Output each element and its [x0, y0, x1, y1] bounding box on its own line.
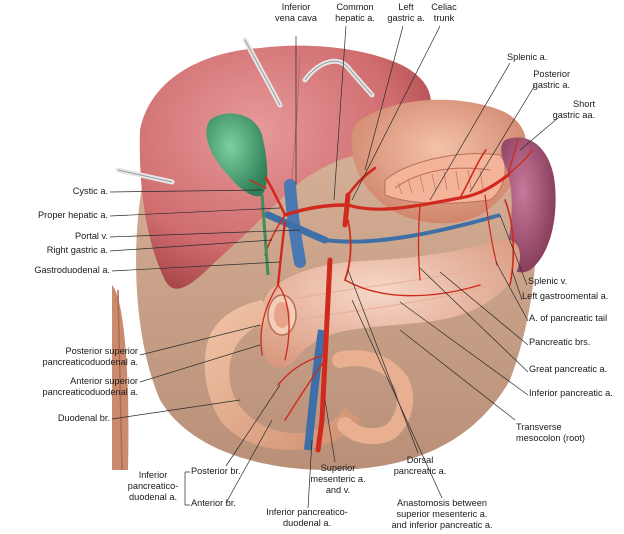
label-posterior-superior-pancreaticoduodenal: Posterior superior pancreaticoduodenal a…: [42, 346, 138, 367]
leader-lines: [109, 25, 559, 509]
label-transverse-mesocolon: Transverse mesocolon (root): [516, 422, 585, 443]
portal-vein: [264, 211, 329, 244]
inf-pancreaticoduodenal-artery: [277, 354, 326, 421]
label-celiac-trunk: Celiac trunk: [431, 2, 457, 23]
label-left-gastric-artery: Left gastric a.: [387, 2, 425, 23]
label-splenic-vein: Splenic v.: [528, 276, 568, 286]
left-gastric-artery: [346, 166, 377, 197]
label-anterior-superior-pancreaticoduodenal: Anterior superior pancreaticoduodenal a.: [42, 376, 138, 397]
label-left-gastroomental-artery: Left gastroomental a.: [522, 291, 609, 301]
superior-mesenteric-vein: [304, 329, 326, 451]
superior-mesenteric-artery: [315, 257, 333, 453]
label-proper-hepatic-artery: Proper hepatic a.: [38, 210, 108, 220]
sup-pancreaticoduodenal-arteries: [260, 284, 290, 361]
cystic-artery: [249, 179, 267, 189]
label-great-pancreatic-artery: Great pancreatic a.: [529, 364, 608, 374]
label-dorsal-pancreatic-artery: Dorsal pancreatic a.: [393, 455, 447, 476]
dorsal-pancreatic-artery: [344, 219, 352, 281]
gastroduodenal-artery: [276, 220, 287, 287]
label-common-hepatic-artery: Common hepatic a.: [335, 2, 375, 23]
label-short-gastric-arteries: Short gastric aa.: [552, 99, 595, 120]
label-portal-vein: Portal v.: [74, 231, 108, 241]
label-right-gastric-artery: Right gastric a.: [46, 245, 108, 255]
label-posterior-gastric-artery: Posterior gastric a.: [532, 69, 570, 90]
liver: [139, 45, 431, 289]
label-pancreatic-tail-artery: A. of pancreatic tail: [529, 313, 608, 323]
short-gastric-arteries: [507, 139, 533, 176]
duodenum: [204, 300, 360, 450]
label-gastroduodenal-artery: Gastroduodenal a.: [34, 265, 110, 275]
spleen: [501, 137, 556, 273]
label-inferior-pancreaticoduodenal-bracket: Inferior pancreatico- duodenal a.: [127, 470, 179, 502]
label-pancreatic-branches: Pancreatic brs.: [529, 337, 591, 347]
posterior-gastric-artery: [459, 149, 487, 199]
label-inferior-pancreaticoduodenal-bottom: Inferior pancreatico- duodenal a.: [266, 507, 348, 528]
jejunum: [332, 350, 414, 445]
label-anterior-branch: Anterior br.: [191, 498, 236, 508]
label-superior-mesenteric-artery-vein: Superior mesenteric a. and v.: [310, 463, 366, 495]
common-hepatic-artery: [283, 203, 347, 217]
great-pancreatic-artery: [417, 204, 421, 281]
label-inferior-vena-cava: Inferior vena cava: [275, 2, 317, 23]
label-duodenal-branch: Duodenal br.: [57, 413, 110, 423]
splenic-vein: [324, 213, 501, 244]
proper-hepatic-artery: [264, 176, 287, 217]
left-gastroomental-artery: [504, 199, 515, 286]
label-inferior-pancreatic-artery: Inferior pancreatic a.: [529, 388, 613, 398]
gallbladder: [206, 113, 268, 197]
label-anastomosis: Anastomosis between superior mesenteric …: [391, 498, 493, 530]
pancreatic-tail-artery: [484, 194, 498, 266]
splenic-artery: [346, 173, 510, 211]
celiac-trunk: [342, 192, 351, 228]
label-splenic-artery: Splenic a.: [507, 52, 548, 62]
label-posterior-branch: Posterior br.: [191, 466, 241, 476]
inferior-pancreatic-artery: [344, 279, 481, 297]
common-bile-duct: [260, 194, 270, 276]
label-cystic-artery: Cystic a.: [72, 186, 108, 196]
